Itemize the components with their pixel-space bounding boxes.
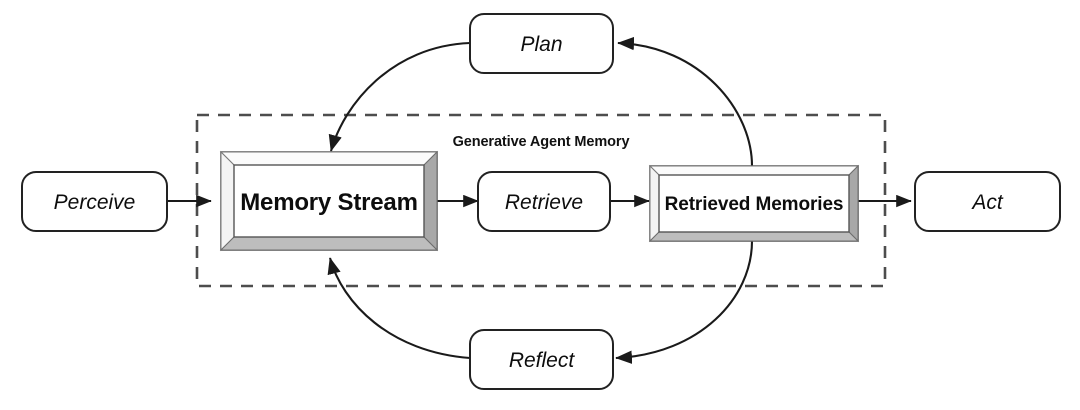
edge-reflect-to-memory-stream xyxy=(327,257,471,360)
retrieved-memories-bevel-bottom xyxy=(648,231,860,242)
node-retrieved-memories[interactable]: Retrieved Memories xyxy=(648,164,860,243)
node-retrieve-shape[interactable] xyxy=(477,171,611,232)
node-act-shape[interactable] xyxy=(914,171,1061,232)
group-title-label: Generative Agent Memory xyxy=(453,134,630,150)
memory-stream-bevel-bottom xyxy=(219,236,439,251)
node-perceive-shape[interactable] xyxy=(21,171,168,232)
memory-stream-bevel-right xyxy=(423,150,438,252)
retrieved-memories-bevel-left xyxy=(649,164,660,243)
group-dashed-border xyxy=(195,113,887,288)
retrieved-memories-bevel-right xyxy=(848,164,859,243)
node-memory-stream-face[interactable] xyxy=(233,164,425,238)
node-retrieve[interactable]: Retrieve xyxy=(477,171,611,232)
node-perceive[interactable]: Perceive xyxy=(21,171,168,232)
node-reflect-shape[interactable] xyxy=(469,329,614,390)
node-plan[interactable]: Plan xyxy=(469,13,614,74)
retrieved-memories-bevel-top xyxy=(648,165,860,176)
edge-retrieved-memories-to-plan xyxy=(617,36,754,167)
node-retrieved-memories-label: Retrieved Memories xyxy=(665,194,844,215)
node-reflect[interactable]: Reflect xyxy=(469,329,614,390)
node-retrieve-label: Retrieve xyxy=(505,191,583,214)
node-plan-label: Plan xyxy=(520,33,562,56)
node-plan-shape[interactable] xyxy=(469,13,614,74)
node-retrieved-memories-face[interactable] xyxy=(658,174,850,233)
node-memory-stream-label: Memory Stream xyxy=(240,189,417,216)
edge-retrieved-memories-to-reflect xyxy=(615,240,754,364)
node-reflect-label: Reflect xyxy=(509,349,576,372)
memory-stream-bevel-left xyxy=(220,150,235,252)
node-memory-stream[interactable]: Memory Stream xyxy=(219,150,439,252)
node-perceive-label: Perceive xyxy=(54,191,136,214)
curved-edges-layer xyxy=(327,36,754,364)
edge-plan-to-memory-stream xyxy=(328,41,471,152)
node-act[interactable]: Act xyxy=(914,171,1061,232)
node-act-label: Act xyxy=(970,191,1004,214)
memory-stream-bevel-top xyxy=(219,151,439,166)
generative-agent-memory-group: Generative Agent Memory xyxy=(195,113,887,288)
